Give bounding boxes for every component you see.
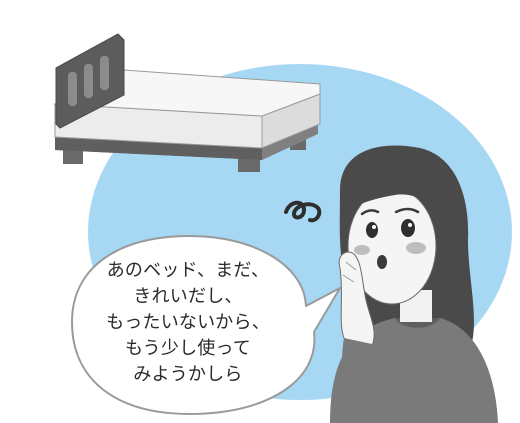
speech-line-4: もう少し使って — [125, 338, 251, 359]
thinking-woman-illustration — [330, 145, 498, 423]
speech-bubble — [71, 235, 341, 415]
speech-line-2: きれいだし、 — [133, 286, 243, 307]
speech-line-3: もったいないから、 — [106, 312, 270, 333]
speech-line-1: あのベッド、まだ、 — [106, 260, 270, 281]
speech-bubble-text: あのベッド、まだ、 きれいだし、 もったいないから、 もう少し使って みようかし… — [78, 258, 298, 388]
speech-line-5: みようかしら — [133, 364, 243, 385]
bed-illustration — [53, 33, 321, 172]
squiggle-confusion-icon — [284, 200, 322, 223]
